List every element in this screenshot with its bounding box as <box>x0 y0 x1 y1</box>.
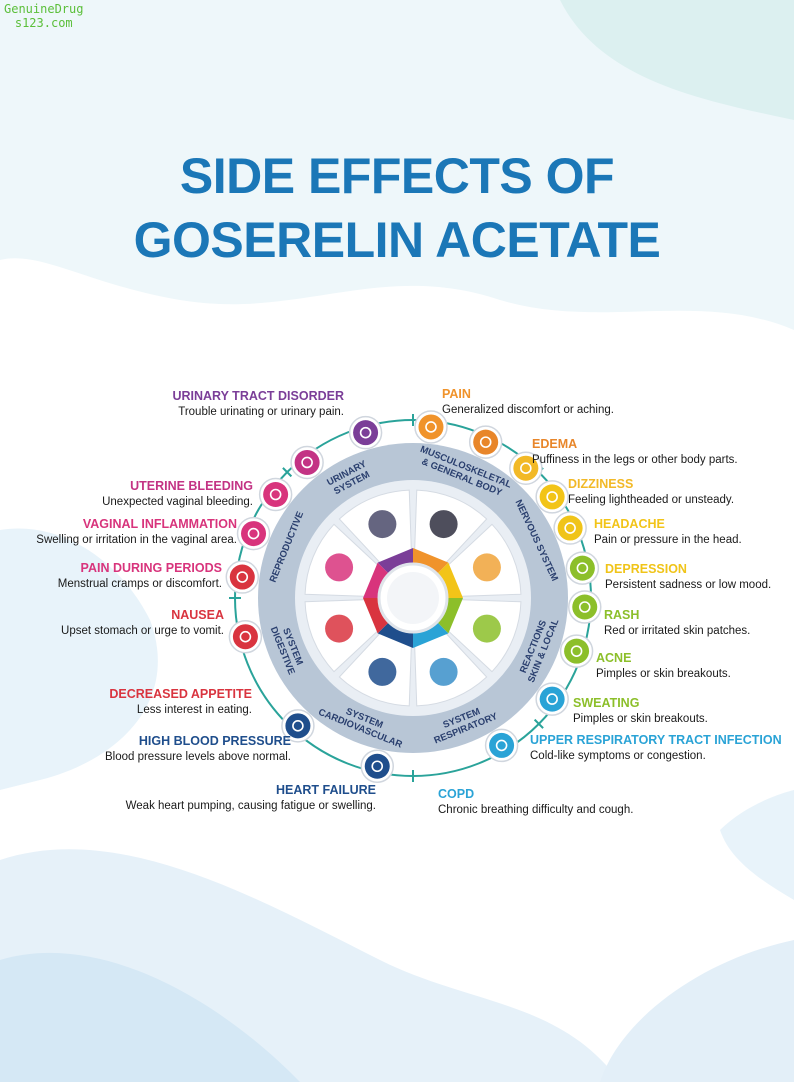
effect-name-upper-respiratory-infection: UPPER RESPIRATORY TRACT INFECTION <box>530 733 782 747</box>
effect-label-copd: COPD Chronic breathing difficulty and co… <box>438 786 633 818</box>
effect-name-uterine-bleeding: UTERINE BLEEDING <box>130 479 253 493</box>
effect-icon-7 <box>559 634 594 668</box>
effect-desc-acne: Pimples or skin breakouts. <box>596 668 731 680</box>
effect-label-depression: DEPRESSION Persistent sadness or low moo… <box>605 561 771 593</box>
effect-label-pain: PAIN Generalized discomfort or aching. <box>442 386 614 418</box>
center-disc-inner <box>387 572 439 624</box>
effect-label-acne: ACNE Pimples or skin breakouts. <box>596 650 731 682</box>
effect-label-decreased-appetite: DECREASED APPETITE Less interest in eati… <box>109 686 252 718</box>
effect-desc-heart-failure: Weak heart pumping, causing fatigue or s… <box>125 800 376 812</box>
system-organ-icon <box>472 614 501 643</box>
effect-icon-15 <box>258 477 293 512</box>
effect-desc-upper-respiratory-infection: Cold-like symptoms or congestion. <box>530 750 706 762</box>
effect-name-edema: EDEMA <box>532 437 578 451</box>
effect-label-headache: HEADACHE Pain or pressure in the head. <box>594 516 742 548</box>
effect-label-dizziness: DIZZINESS Feeling lightheaded or unstead… <box>568 476 734 508</box>
ring-tick <box>533 718 544 729</box>
effect-name-pain: PAIN <box>442 387 471 401</box>
effect-label-vaginal-inflammation: VAGINAL INFLAMMATION Swelling or irritat… <box>36 516 237 548</box>
effect-name-urinary-tract-disorder: URINARY TRACT DISORDER <box>172 389 344 403</box>
effect-icon-5 <box>565 551 600 585</box>
effect-label-heart-failure: HEART FAILURE Weak heart pumping, causin… <box>126 782 376 814</box>
effect-icon-4 <box>553 511 587 545</box>
ring-tick <box>282 467 293 478</box>
page-title-line-1: SIDE EFFECTS OF <box>179 148 615 204</box>
effect-name-headache: HEADACHE <box>594 517 665 531</box>
effect-label-high-blood-pressure: HIGH BLOOD PRESSURE Blood pressure level… <box>105 733 291 765</box>
effect-desc-decreased-appetite: Less interest in eating. <box>136 704 252 716</box>
effect-icon-3 <box>535 480 569 514</box>
effect-label-sweating: SWEATING Pimples or skin breakouts. <box>573 695 708 727</box>
effect-desc-rash: Red or irritated skin patches. <box>604 625 751 637</box>
effect-name-vaginal-inflammation: VAGINAL INFLAMMATION <box>82 517 237 531</box>
effect-desc-nausea: Upset stomach or urge to vomit. <box>61 625 224 637</box>
system-organ-icon <box>325 553 354 582</box>
effect-icon-10 <box>360 749 394 783</box>
effect-icon-11 <box>281 709 315 743</box>
effect-icon-12 <box>228 619 263 654</box>
system-organ-icon <box>429 657 458 686</box>
effect-name-rash: RASH <box>604 608 640 622</box>
watermark-line-1: GenuineDrug <box>4 2 84 16</box>
effect-desc-high-blood-pressure: Blood pressure levels above normal. <box>104 751 291 763</box>
effect-icon-0 <box>414 410 448 444</box>
effect-name-dizziness: DIZZINESS <box>568 477 634 491</box>
effect-label-upper-respiratory-infection: UPPER RESPIRATORY TRACT INFECTION Cold-l… <box>530 732 782 764</box>
watermark: GenuineDrug s123.com <box>4 2 83 30</box>
effect-name-acne: ACNE <box>596 651 632 665</box>
effect-label-urinary-tract-disorder: URINARY TRACT DISORDER Trouble urinating… <box>172 388 344 420</box>
effect-icon-9 <box>484 728 519 763</box>
effect-icon-6 <box>568 590 602 624</box>
effect-desc-dizziness: Feeling lightheaded or unsteady. <box>568 494 735 506</box>
effect-desc-vaginal-inflammation: Swelling or irritation in the vaginal ar… <box>36 534 237 546</box>
effect-label-pain-during-periods: PAIN DURING PERIODS Menstrual cramps or … <box>58 560 222 592</box>
system-organ-icon <box>325 614 354 643</box>
effect-label-rash: RASH Red or irritated skin patches. <box>604 607 750 639</box>
effect-icon-2 <box>509 451 543 485</box>
effect-desc-urinary-tract-disorder: Trouble urinating or urinary pain. <box>178 406 344 418</box>
effect-icon-8 <box>535 682 569 716</box>
effect-name-heart-failure: HEART FAILURE <box>276 783 376 797</box>
effect-name-sweating: SWEATING <box>573 696 640 710</box>
effect-desc-depression: Persistent sadness or low mood. <box>605 579 772 591</box>
effect-desc-pain-during-periods: Menstrual cramps or discomfort. <box>57 578 222 590</box>
effect-icon-1 <box>468 425 503 459</box>
effect-name-high-blood-pressure: HIGH BLOOD PRESSURE <box>138 734 291 748</box>
effect-desc-edema: Puffiness in the legs or other body part… <box>532 454 738 466</box>
effect-label-edema: EDEMA Puffiness in the legs or other bod… <box>532 436 738 468</box>
effect-icon-13 <box>225 560 260 594</box>
effect-desc-headache: Pain or pressure in the head. <box>594 534 742 546</box>
watermark-line-2: s123.com <box>14 16 73 30</box>
page-title-line-2: GOSERELIN ACETATE <box>133 212 661 268</box>
effect-icon-14 <box>236 516 271 551</box>
effect-icon-17 <box>348 415 383 450</box>
effect-desc-copd: Chronic breathing difficulty and cough. <box>438 804 634 816</box>
effect-name-depression: DEPRESSION <box>605 562 687 576</box>
system-organ-icon <box>368 510 397 539</box>
effect-name-copd: COPD <box>438 787 475 801</box>
effect-name-nausea: NAUSEA <box>171 608 224 622</box>
effect-name-pain-during-periods: PAIN DURING PERIODS <box>80 561 222 575</box>
effect-desc-sweating: Pimples or skin breakouts. <box>573 713 708 725</box>
system-organ-icon <box>472 553 501 582</box>
system-organ-icon <box>368 657 397 686</box>
effect-name-decreased-appetite: DECREASED APPETITE <box>109 687 252 701</box>
effect-desc-uterine-bleeding: Unexpected vaginal bleeding. <box>102 496 253 508</box>
effect-label-nausea: NAUSEA Upset stomach or urge to vomit. <box>61 607 224 639</box>
effect-icon-16 <box>290 445 324 480</box>
effect-label-uterine-bleeding: UTERINE BLEEDING Unexpected vaginal blee… <box>102 478 253 510</box>
effect-desc-pain: Generalized discomfort or aching. <box>442 404 614 416</box>
system-organ-icon <box>429 510 458 539</box>
